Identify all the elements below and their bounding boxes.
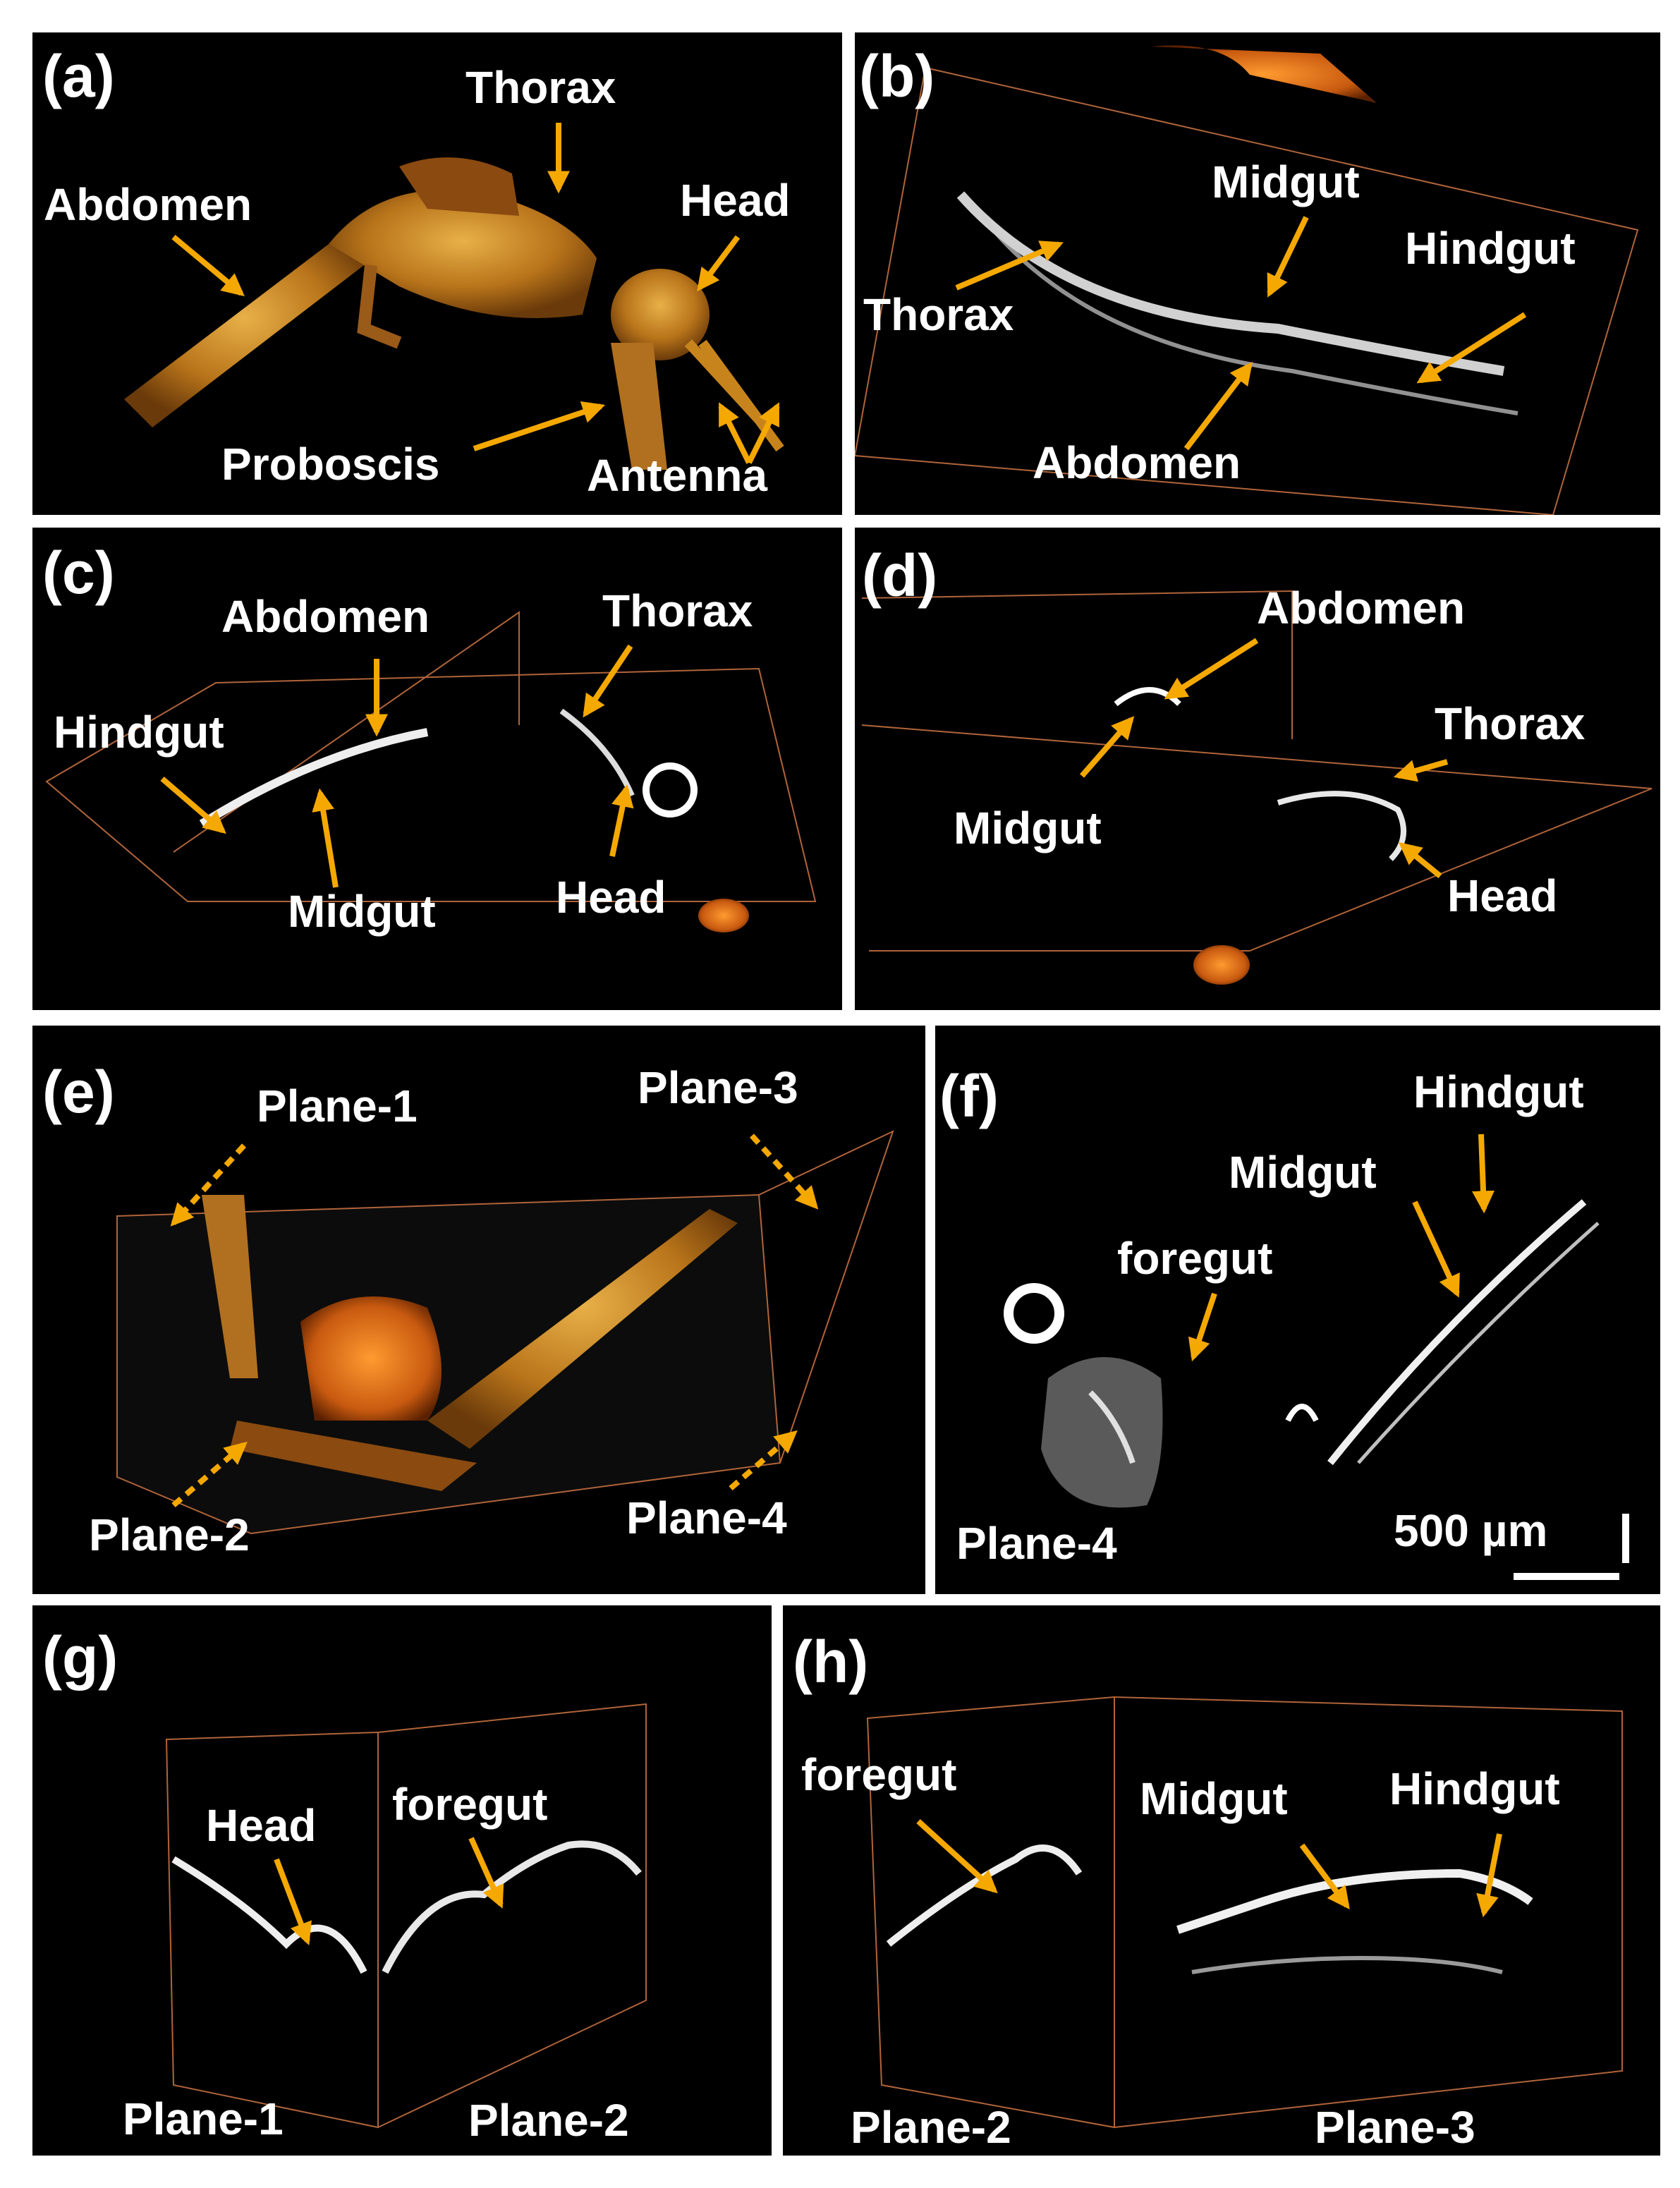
- label-plane-2: Plane-2: [851, 2102, 1011, 2153]
- label-foregut: foregut: [801, 1749, 957, 1800]
- label-midgut: Midgut: [1229, 1147, 1377, 1198]
- label-foregut: foregut: [1117, 1233, 1273, 1284]
- panel-f-tag: (f): [939, 1063, 999, 1129]
- panel-f: (f) Hindgut Midgut foregut Plane-4 500 µ…: [935, 1026, 1660, 1594]
- panel-g: (g) Head foregut Plane-1 Plane-2: [32, 1605, 772, 2156]
- panel-c-section-render: [45, 611, 817, 932]
- label-head: Head: [556, 872, 666, 923]
- scale-bar-label: 500 µm: [1394, 1505, 1548, 1556]
- panel-b: (b) Midgut Hindgut Thorax Abdomen: [855, 32, 1660, 515]
- panel-b-tag: (b): [859, 43, 935, 109]
- label-midgut: Midgut: [1212, 157, 1360, 207]
- panel-d: (d) Abdomen Thorax Midgut Head: [855, 528, 1660, 1010]
- label-midgut: Midgut: [1140, 1773, 1288, 1824]
- label-hindgut: Hindgut: [1389, 1763, 1560, 1814]
- panel-b-section-render: [855, 45, 1639, 515]
- panel-c: (c) Abdomen Thorax Hindgut Midgut Head: [32, 528, 842, 1010]
- panel-h-tag: (h): [793, 1629, 869, 1695]
- label-abdomen: Abdomen: [221, 591, 430, 642]
- label-proboscis: Proboscis: [221, 439, 440, 490]
- label-plane-2: Plane-2: [468, 2095, 629, 2146]
- panel-f-section-render: [1004, 1199, 1600, 1508]
- label-foregut: foregut: [392, 1779, 548, 1830]
- label-antenna: Antenna: [587, 450, 767, 501]
- panel-c-tag: (c): [42, 540, 115, 606]
- label-hindgut: Hindgut: [1405, 223, 1576, 274]
- label-thorax: Thorax: [863, 289, 1014, 340]
- label-plane-3: Plane-3: [638, 1062, 798, 1113]
- panel-h: (h) foregut Midgut Hindgut Plane-2 Plane…: [783, 1605, 1660, 2156]
- label-plane-4: Plane-4: [956, 1518, 1117, 1569]
- label-plane-2: Plane-2: [89, 1509, 250, 1560]
- label-thorax: Thorax: [602, 585, 753, 636]
- label-hindgut: Hindgut: [1413, 1066, 1584, 1117]
- panel-e-tag: (e): [42, 1059, 115, 1125]
- panel-d-tag: (d): [862, 542, 938, 609]
- scale-bar: [1514, 1573, 1619, 1580]
- label-midgut: Midgut: [288, 886, 436, 937]
- panel-d-section-render: [861, 590, 1652, 985]
- panel-h-section-render: [866, 1696, 1623, 2129]
- scale-bar-tick: [1622, 1514, 1629, 1563]
- panel-a: (a) Thorax Abdomen Head Proboscis Antenn…: [32, 32, 842, 515]
- label-abdomen: Abdomen: [44, 179, 252, 230]
- label-abdomen: Abdomen: [1033, 437, 1241, 488]
- panel-a-mosquito-render: [124, 157, 784, 470]
- label-hindgut: Hindgut: [54, 707, 224, 758]
- label-thorax: Thorax: [465, 62, 616, 113]
- label-plane-3: Plane-3: [1315, 2102, 1475, 2153]
- label-head: Head: [1447, 870, 1558, 921]
- panel-e-volume-render: [116, 1130, 894, 1535]
- label-plane-1: Plane-1: [123, 2093, 284, 2144]
- panel-g-section-render: [165, 1703, 647, 2129]
- panel-e: (e) Plane-1 Plane-3 Plane-2 Plane-4: [32, 1026, 925, 1594]
- label-head: Head: [206, 1800, 317, 1851]
- label-head: Head: [680, 175, 791, 226]
- label-midgut: Midgut: [954, 803, 1102, 853]
- panel-a-tag: (a): [42, 43, 115, 109]
- label-abdomen: Abdomen: [1257, 583, 1466, 633]
- label-plane-1: Plane-1: [257, 1081, 418, 1131]
- label-plane-4: Plane-4: [626, 1493, 787, 1543]
- label-thorax: Thorax: [1435, 698, 1585, 749]
- panel-g-tag: (g): [42, 1624, 118, 1691]
